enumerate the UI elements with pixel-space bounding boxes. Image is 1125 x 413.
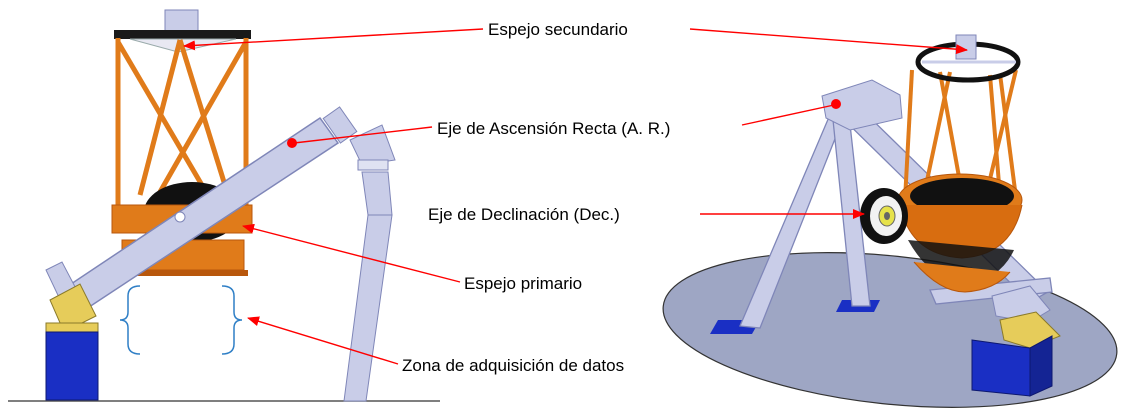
arrow-ra-left: [293, 126, 433, 144]
callout-arrows: [183, 28, 968, 365]
ra-housing-top: [821, 79, 903, 131]
data-zone-bracket-left: [119, 285, 141, 355]
arrow-primary: [242, 223, 461, 283]
side-view-telescope: [8, 9, 440, 402]
arrow-secondary-left: [183, 28, 484, 51]
top-ring: [114, 30, 251, 39]
perspective-view-telescope: [662, 34, 1118, 408]
ra-dot-left: [287, 138, 297, 148]
label-dec-axis: Eje de Declinación (Dec.): [428, 205, 620, 224]
label-primary-mirror: Espejo primario: [464, 274, 582, 293]
left-base: [45, 261, 99, 401]
arrow-data-zone: [247, 316, 399, 365]
ra-dot-right: [831, 99, 841, 109]
data-zone-bracket-right: [221, 285, 243, 355]
label-secondary-mirror: Espejo secundario: [488, 20, 628, 39]
arrow-ra-right: [741, 104, 835, 126]
label-ra-axis: Eje de Ascensión Recta (A. R.): [437, 119, 670, 138]
secondary-cage-perspective: [955, 34, 977, 60]
truss-perspective: [903, 69, 1018, 211]
label-data-zone: Zona de adquisición de datos: [402, 356, 624, 375]
right-base: [971, 311, 1061, 397]
dec-axis-wheel: [860, 188, 908, 244]
arrow-secondary-right: [689, 28, 968, 55]
